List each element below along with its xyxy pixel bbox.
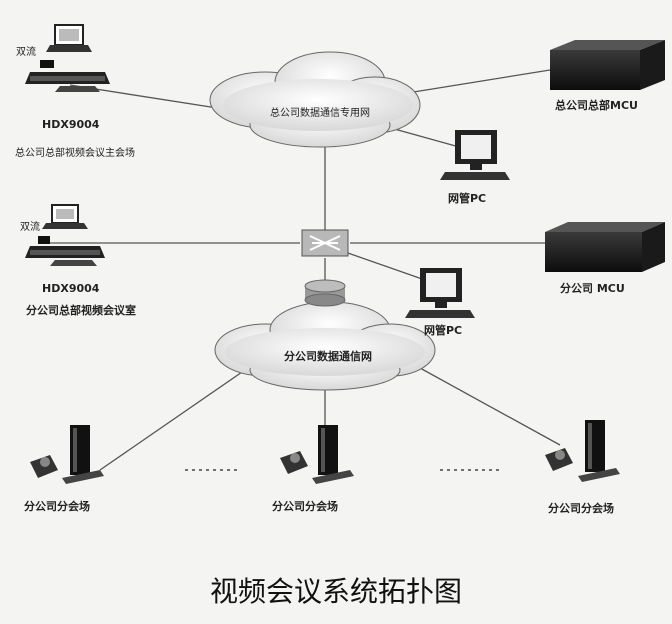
- sub-venue-3-label: 分公司分会场: [548, 502, 614, 515]
- hq-mgmt-pc-icon: [440, 130, 510, 180]
- hq-dual-stream-label: 双流: [16, 47, 36, 58]
- branch-mgmt-pc-label: 网管PC: [424, 324, 463, 337]
- sub-venue-2-label: 分公司分会场: [272, 500, 338, 513]
- branch-mcu-label: 分公司 MCU: [560, 282, 625, 295]
- hq-network-cloud: [209, 51, 421, 148]
- sub-venue-1-label: 分公司分会场: [24, 500, 90, 513]
- sub-venue-1-icon: [30, 425, 104, 484]
- core-switch-icon: [301, 229, 349, 257]
- branch-network-cloud: [214, 301, 436, 391]
- hq-mcu-icon: [550, 40, 665, 90]
- link-switch-branch-pc: [344, 251, 426, 281]
- diagram-title: 视频会议系统拓扑图: [209, 575, 462, 608]
- branch-dual-stream-label: 双流: [20, 222, 40, 233]
- hq-terminal-model-label: HDX9004: [42, 118, 100, 131]
- link-network-hq-mcu: [394, 69, 551, 96]
- router-icon: [304, 279, 346, 307]
- branch-mcu-icon: [545, 222, 665, 272]
- hq-venue-label: 总公司总部视频会议主会场: [15, 148, 135, 159]
- hq-mcu-label: 总公司总部MCU: [555, 99, 638, 112]
- sub-venue-2-icon: [280, 425, 354, 484]
- branch-codec-terminal-icon: [25, 236, 105, 266]
- branch-terminal-model-label: HDX9004: [42, 282, 100, 295]
- branch-room-label: 分公司总部视频会议室: [26, 304, 136, 317]
- hq-network-label: 总公司数据通信专用网: [270, 108, 370, 119]
- hq-codec-terminal-icon: [25, 60, 110, 92]
- branch-laptop-icon: [42, 204, 88, 229]
- branch-mgmt-pc-icon: [405, 268, 475, 318]
- link-branch-network-sub-3: [419, 367, 561, 446]
- hq-mgmt-pc-label: 网管PC: [448, 192, 487, 205]
- sub-venue-3-icon: [545, 420, 620, 482]
- link-branch-network-sub-1: [99, 369, 246, 471]
- hq-laptop-icon: [46, 24, 92, 52]
- branch-network-label: 分公司数据通信网: [284, 350, 372, 363]
